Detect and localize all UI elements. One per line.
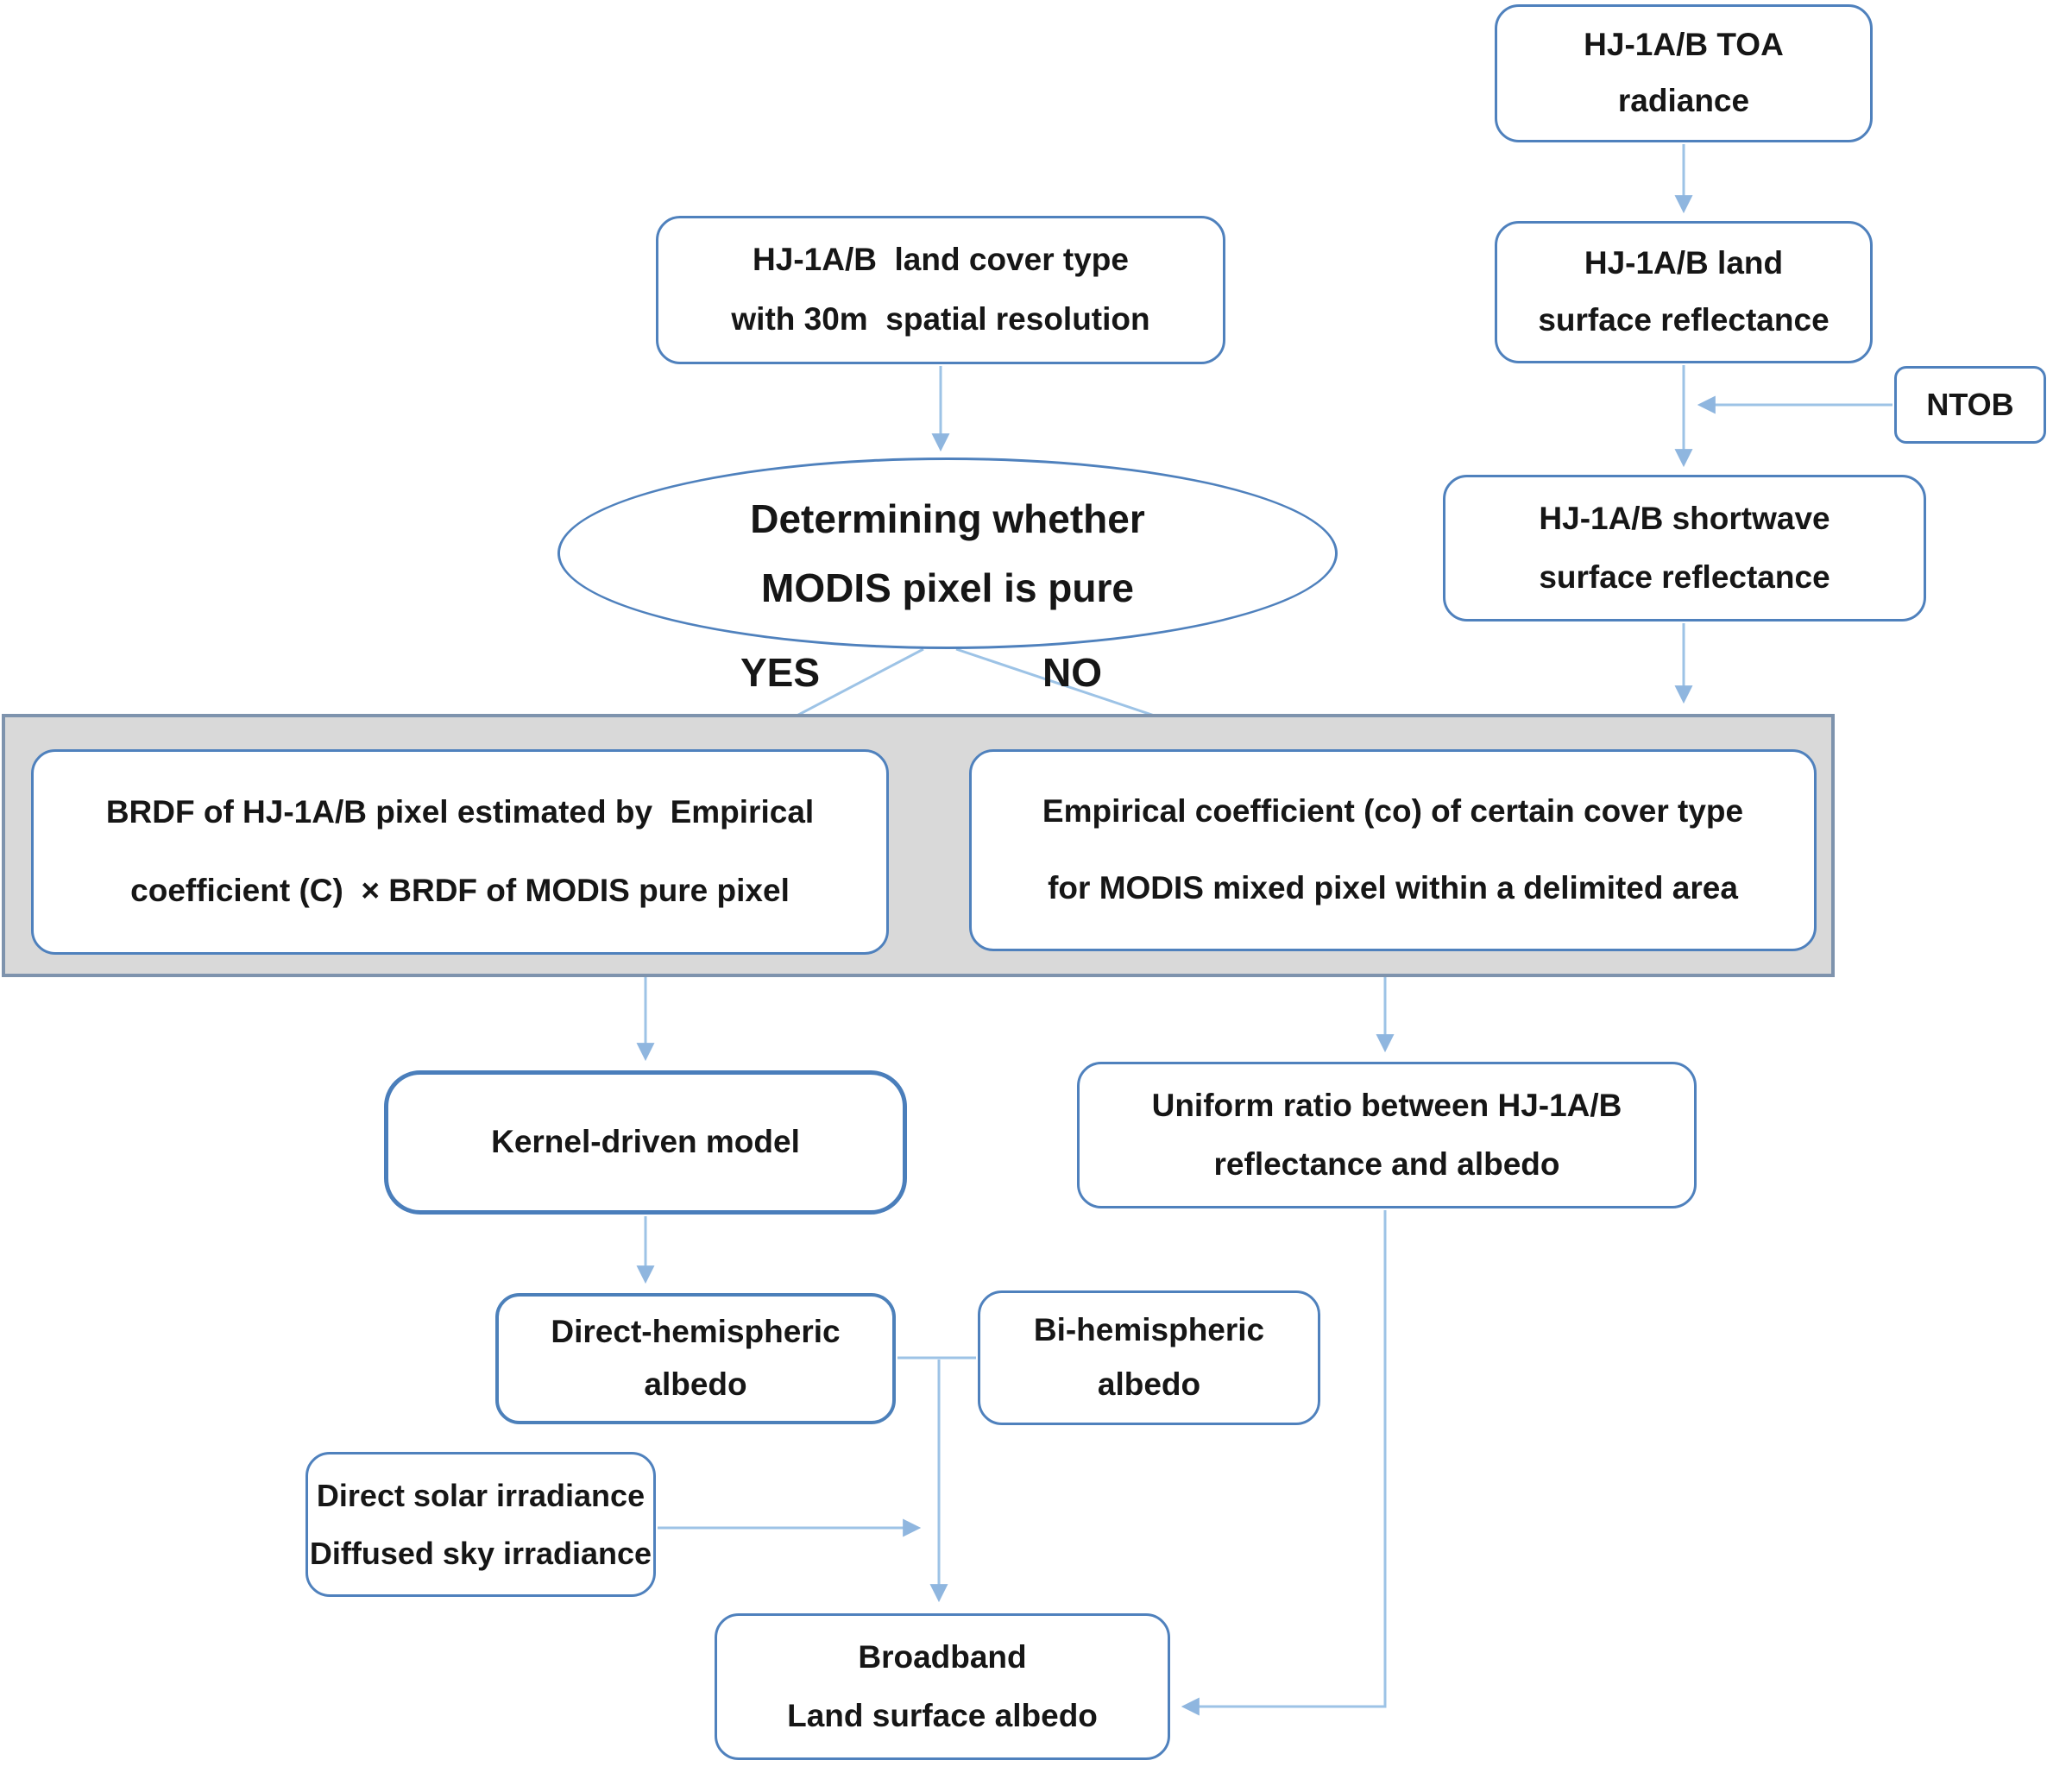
edge-uniform-to-broadband <box>1181 1210 1387 1716</box>
node-label: Kernel-driven model <box>491 1124 800 1160</box>
node-label: radiance <box>1617 83 1750 119</box>
node-uniform-ratio: Uniform ratio between HJ-1A/B reflectanc… <box>1077 1062 1697 1208</box>
node-ntob: NTOB <box>1894 366 2046 444</box>
node-land-surface-reflectance: HJ-1A/B land surface reflectance <box>1495 221 1873 363</box>
node-label: coefficient (C) × BRDF of MODIS pure pix… <box>130 873 790 909</box>
branch-label-no: NO <box>1042 650 1102 695</box>
node-label: Bi-hemispheric <box>1033 1311 1265 1347</box>
node-kernel-driven-model: Kernel-driven model <box>384 1070 907 1215</box>
node-label: surface reflectance <box>1539 558 1830 595</box>
node-label: reflectance and albedo <box>1213 1145 1560 1182</box>
node-toa-radiance: HJ-1A/B TOA radiance <box>1495 4 1873 142</box>
node-label: Broadband <box>858 1638 1027 1675</box>
node-label: albedo <box>1097 1366 1201 1403</box>
node-label: Direct solar irradiance <box>316 1477 646 1513</box>
node-irradiance: Direct solar irradiance Diffused sky irr… <box>305 1452 656 1597</box>
node-land-cover-type: HJ-1A/B land cover type with 30m spatial… <box>656 216 1225 364</box>
node-empirical-mixed-pixel: Empirical coefficient (co) of certain co… <box>969 749 1817 951</box>
node-label: for MODIS mixed pixel within a delimited… <box>1048 870 1738 906</box>
node-shortwave-reflectance: HJ-1A/B shortwave surface reflectance <box>1443 475 1926 622</box>
node-decision-modis-pure: Determining whether MODIS pixel is pure <box>557 457 1338 649</box>
node-bi-hemispheric-albedo: Bi-hemispheric albedo <box>978 1290 1320 1425</box>
node-direct-hemispheric-albedo: Direct-hemispheric albedo <box>495 1293 896 1424</box>
node-label: HJ-1A/B land <box>1584 244 1784 281</box>
node-label: HJ-1A/B land cover type <box>753 242 1129 278</box>
node-label: Determining whether <box>750 495 1145 541</box>
node-label: Uniform ratio between HJ-1A/B <box>1151 1087 1622 1123</box>
node-label: Empirical coefficient (co) of certain co… <box>1042 792 1744 829</box>
node-label: Direct-hemispheric <box>551 1313 841 1349</box>
node-label: with 30m spatial resolution <box>731 301 1150 338</box>
node-label: Land surface albedo <box>787 1697 1098 1733</box>
node-label: HJ-1A/B TOA <box>1584 27 1784 63</box>
node-label: NTOB <box>1926 387 2014 423</box>
branch-label-yes: YES <box>740 650 821 695</box>
node-label: HJ-1A/B shortwave <box>1539 500 1830 536</box>
node-brdf-pure-pixel: BRDF of HJ-1A/B pixel estimated by Empir… <box>31 749 889 955</box>
node-label: surface reflectance <box>1538 302 1830 338</box>
node-label: Diffused sky irradiance <box>309 1535 652 1571</box>
node-broadband-albedo: Broadband Land surface albedo <box>715 1613 1170 1760</box>
node-label: albedo <box>644 1366 747 1403</box>
node-label: MODIS pixel is pure <box>761 565 1134 610</box>
node-label: BRDF of HJ-1A/B pixel estimated by Empir… <box>105 794 815 830</box>
